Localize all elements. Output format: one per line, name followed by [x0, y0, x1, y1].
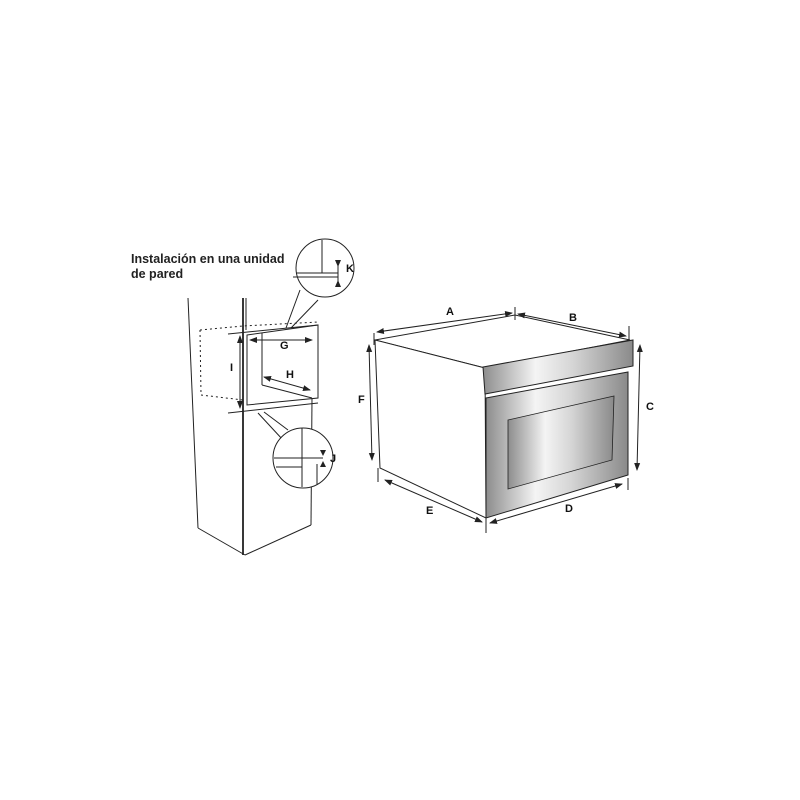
label-k: K	[346, 263, 354, 275]
label-j: J	[330, 453, 337, 465]
title-line-1: Instalación en una unidad	[131, 252, 285, 266]
label-h: H	[286, 369, 294, 381]
label-c: C	[646, 401, 654, 413]
label-d: D	[565, 503, 573, 515]
label-i: I	[230, 362, 234, 374]
oven-body	[374, 314, 634, 519]
title-line-2: de pared	[131, 267, 184, 281]
label-f: F	[358, 394, 365, 406]
oven-dimension-lines	[366, 307, 643, 533]
wall-unit-cabinet	[187, 238, 355, 556]
label-g: G	[280, 340, 289, 352]
label-b: B	[569, 312, 577, 324]
label-a: A	[446, 306, 454, 318]
label-e: E	[426, 505, 434, 517]
installation-title: Instalación en una unidad de pared	[131, 252, 285, 282]
